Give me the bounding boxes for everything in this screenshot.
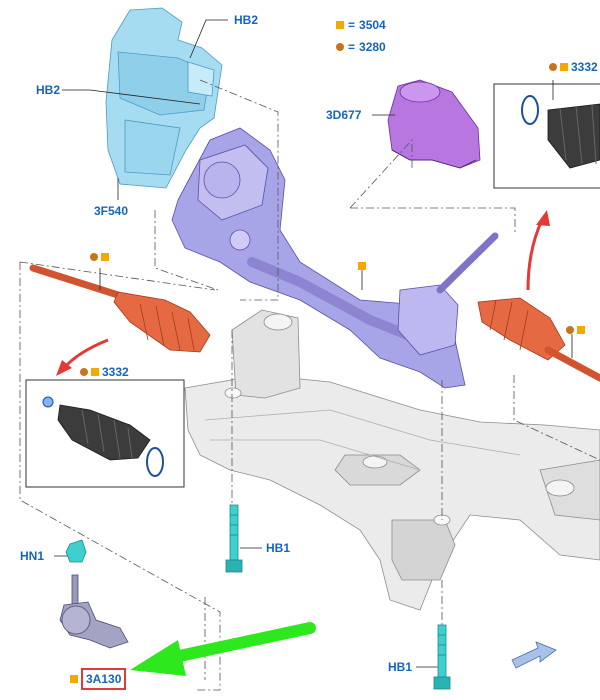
removal-arrow-right (526, 210, 550, 291)
square-symbol-icon (577, 326, 585, 334)
square-symbol-icon (336, 21, 344, 29)
right-inner-tie-rod (477, 297, 600, 382)
right-tie-rod-symbols (566, 326, 588, 334)
dot-symbol-icon (336, 43, 344, 51)
callout-hn1: HN1 (20, 549, 45, 563)
legend-dot-row: = 3280 (336, 40, 386, 54)
square-symbol-icon (358, 262, 366, 270)
front-direction-arrow-icon (511, 641, 557, 669)
tie-rod-end-3a130 (59, 574, 129, 649)
dot-symbol-icon (90, 253, 98, 261)
tie-rod-end-marker: 3A130 (70, 668, 127, 690)
callout-leader-lines (54, 19, 573, 668)
front-subframe (184, 309, 600, 611)
callout-3332-right: 3332 (571, 60, 598, 74)
legend-equals: = (348, 18, 356, 32)
callout-3f540: 3F540 (94, 204, 129, 218)
callout-hb1-center: HB1 (266, 541, 291, 555)
legend-square-code: 3504 (359, 18, 386, 32)
callout-hb2-left: HB2 (36, 83, 61, 97)
gear-housing-3d677 (387, 79, 481, 169)
callout-3a130: 3A130 (86, 672, 122, 686)
nut-hn1 (65, 539, 87, 563)
bolt-hb1-center (225, 504, 243, 573)
gear-symbol (358, 262, 369, 270)
steering-gear-assembly (171, 127, 499, 389)
left-tie-rod-symbols (90, 253, 112, 261)
callout-hb2-top: HB2 (234, 13, 259, 27)
legend-equals: = (348, 40, 356, 54)
callout-hb1-bottom: HB1 (388, 660, 413, 674)
right-boot-kit-inset (493, 83, 600, 189)
callout-3332-left: 3332 (102, 365, 129, 379)
square-symbol-icon (70, 675, 78, 683)
left-boot-kit-inset (25, 379, 185, 488)
assembly-leader-lines (19, 79, 600, 691)
dot-symbol-icon (80, 368, 88, 376)
green-pointer-arrow-icon (130, 622, 316, 676)
legend-dot-code: 3280 (359, 40, 386, 54)
square-symbol-icon (91, 368, 99, 376)
dot-symbol-icon (549, 63, 557, 71)
heat-shield (105, 7, 223, 189)
square-symbol-icon (101, 253, 109, 261)
highlight-box: 3A130 (81, 668, 127, 690)
callout-3d677: 3D677 (326, 108, 362, 122)
removal-arrow-left (56, 338, 109, 376)
left-inner-tie-rod (29, 264, 211, 353)
left-boot-kit-marker: 3332 (80, 365, 129, 379)
right-boot-kit-marker: 3332 (549, 60, 598, 74)
legend-square-row: = 3504 (336, 18, 386, 32)
square-symbol-icon (560, 63, 568, 71)
dot-symbol-icon (566, 326, 574, 334)
bolt-hb1-bottom (433, 624, 451, 690)
